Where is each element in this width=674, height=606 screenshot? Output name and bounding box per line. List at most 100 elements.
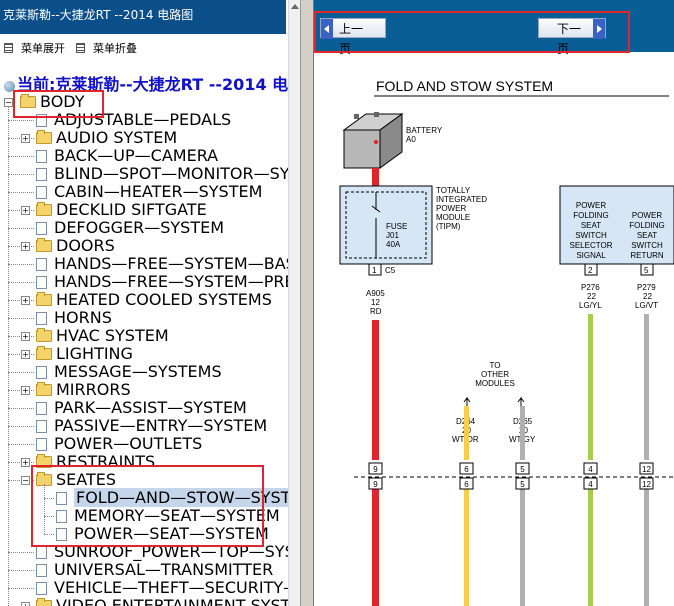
pin-bottom-label: 6 — [464, 480, 469, 489]
tree-item[interactable]: DEFOGGER—SYSTEM — [36, 219, 224, 237]
tree-item[interactable]: HORNS — [36, 309, 112, 327]
pin-bottom-label: 5 — [520, 480, 525, 489]
tree-item[interactable]: CABIN—HEATER—SYSTEM — [36, 183, 262, 201]
tree-scrollbar[interactable] — [288, 0, 301, 606]
wire-p279-color: LG/VT — [635, 301, 658, 310]
current-path: 当前:克莱斯勒--大捷龙RT --2014 电路图 — [4, 76, 288, 94]
expand-toggle-icon[interactable]: + — [21, 206, 30, 215]
svg-text:SWITCH: SWITCH — [575, 231, 607, 240]
document-icon — [36, 186, 47, 199]
tree-pane: 克莱斯勒--大捷龙RT --2014 电路图 菜单展开 菜单折叠 当前:克莱斯勒… — [0, 0, 288, 606]
arrow-right-icon — [593, 19, 605, 39]
wire-p276 — [588, 314, 593, 460]
pin-top-box — [515, 462, 530, 475]
wire-d264 — [464, 406, 469, 460]
tree-item[interactable]: POWER—OUTLETS — [36, 435, 202, 453]
expand-toggle-icon[interactable]: + — [21, 296, 30, 305]
svg-text:RETURN: RETURN — [630, 251, 664, 260]
tree-root-body[interactable]: BODY — [20, 93, 85, 111]
expand-toggle-icon[interactable]: + — [21, 242, 30, 251]
expand-toggle-icon[interactable]: + — [21, 386, 30, 395]
list-icon — [4, 43, 13, 53]
tree-item[interactable]: HANDS—FREE—SYSTEM—BASE — [36, 255, 288, 273]
to-other-label-1: TO — [490, 361, 501, 370]
pin-top-label: 6 — [464, 465, 469, 474]
pin-bottom-box — [583, 477, 598, 490]
expand-toggle-icon[interactable]: + — [21, 332, 30, 341]
tree-item[interactable]: BLIND—SPOT—MONITOR—SYSTEM — [36, 165, 288, 183]
tree-item[interactable]: UNIVERSAL—TRANSMITTER — [36, 561, 273, 579]
tree-item[interactable]: MIRRORS — [36, 381, 131, 399]
pin-bottom-label: 9 — [373, 480, 378, 489]
tree-item[interactable]: VEHICLE—THEFT—SECURITY—SYSTEM — [36, 579, 288, 597]
arrow-left-icon — [321, 19, 333, 39]
svg-text:SEAT: SEAT — [637, 231, 657, 240]
tree-item[interactable]: FOLD—AND—STOW—SYSTEM — [56, 488, 288, 507]
wire-p279-id: P279 — [637, 283, 656, 292]
connector-c5-pin: 1 — [372, 266, 377, 275]
connector-c5 — [368, 263, 382, 276]
pin-top-label: 4 — [588, 465, 593, 474]
svg-text:FOLDING: FOLDING — [573, 211, 609, 220]
expand-toggle-icon[interactable]: + — [21, 602, 30, 606]
svg-text:FOLDING: FOLDING — [629, 221, 665, 230]
tree-item[interactable]: HVAC SYSTEM — [36, 327, 169, 345]
pin-bottom-box — [368, 477, 383, 490]
wire-a905-id: A905 — [366, 289, 385, 298]
list-icon — [76, 43, 85, 53]
tipm-box — [339, 185, 433, 265]
wire-p279 — [644, 314, 649, 460]
document-icon — [56, 492, 67, 505]
pin-bottom-box — [639, 477, 654, 490]
scroll-up-icon[interactable] — [291, 4, 299, 9]
to-other-label-3: MODULES — [475, 379, 515, 388]
expand-toggle-icon[interactable]: + — [21, 458, 30, 467]
tree-item[interactable]: MESSAGE—SYSTEMS — [36, 363, 222, 381]
wire-p279-gauge: 22 — [643, 292, 652, 301]
wire-p276-id: P276 — [581, 283, 600, 292]
tree-item[interactable]: VIDEO ENTERTAINMENT SYSTEM — [36, 597, 288, 606]
pin-bottom-box — [459, 477, 474, 490]
tree-item[interactable]: DOORS — [36, 237, 115, 255]
tree-item[interactable]: PASSIVE—ENTRY—SYSTEM — [36, 417, 267, 435]
expand-toggle-icon[interactable]: + — [21, 134, 30, 143]
wiring-diagram: FOLD AND STOW SYSTEM BATTERY A0 TOTALLY … — [339, 78, 674, 606]
fuse-rating: 40A — [386, 240, 401, 249]
tree-item[interactable]: HANDS—FREE—SYSTEM—PREMIUM — [36, 273, 288, 291]
folder-icon — [36, 328, 52, 342]
highlight-nav — [314, 11, 630, 53]
tipm-label-3: POWER — [436, 204, 466, 213]
document-icon — [36, 222, 47, 235]
document-icon — [36, 114, 47, 127]
tree-item[interactable]: LIGHTING — [36, 345, 133, 363]
pane-splitter[interactable] — [300, 0, 314, 606]
fuse-label: FUSE — [386, 222, 407, 231]
expand-toggle-icon[interactable]: + — [21, 350, 30, 359]
diagram-pane: 上一页 下一页 FOLD AND STOW SYSTEM BATTERY A0 … — [314, 0, 674, 606]
collapse-toggle-icon[interactable]: − — [21, 476, 30, 485]
svg-text:POWER: POWER — [632, 211, 662, 220]
tree-item[interactable]: DECKLID SIFTGATE — [36, 201, 207, 219]
tree-item[interactable]: ADJUSTABLE—PEDALS — [36, 111, 231, 129]
folder-icon — [36, 202, 52, 216]
tree-item[interactable]: PARK—ASSIST—SYSTEM — [36, 399, 247, 417]
tree-item[interactable]: POWER—SEAT—SYSTEM — [56, 525, 269, 543]
pin-top-label: 9 — [373, 465, 378, 474]
tipm-label-1: TOTALLY — [436, 186, 471, 195]
collapse-menu-button[interactable]: 菜单折叠 — [76, 40, 137, 56]
document-icon — [36, 168, 47, 181]
expand-menu-button[interactable]: 菜单展开 — [4, 40, 65, 56]
connector-c5-name: C5 — [385, 266, 396, 275]
document-icon — [56, 528, 67, 541]
fuse-id: J01 — [386, 231, 399, 240]
tree-item[interactable]: BACK—UP—CAMERA — [36, 147, 218, 165]
svg-text:POWER: POWER — [576, 201, 606, 210]
tree-item[interactable]: HEATED COOLED SYSTEMS — [36, 291, 272, 309]
document-icon — [36, 276, 47, 289]
next-page-button[interactable]: 下一页 — [538, 18, 606, 56]
pin-bottom-label: 4 — [588, 480, 593, 489]
wire-a905-gauge: 12 — [371, 298, 380, 307]
seat-switch-module — [559, 185, 674, 265]
tree-item[interactable]: MEMORY—SEAT—SYSTEM — [56, 507, 280, 525]
tree-item[interactable]: AUDIO SYSTEM — [36, 129, 177, 147]
